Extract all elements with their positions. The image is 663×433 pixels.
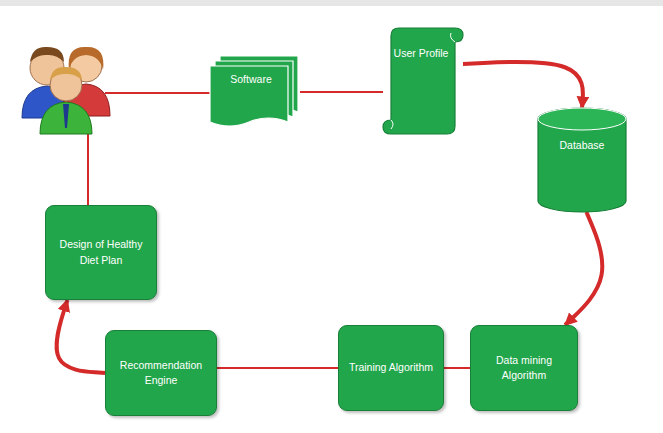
node-label: Database xyxy=(560,138,605,153)
node-label: Design of Healthy Diet Plan xyxy=(54,237,148,267)
profile-scroll: User Profile xyxy=(383,24,463,138)
top-bar xyxy=(0,0,663,6)
flow-connector xyxy=(217,367,338,369)
database-cylinder: Database xyxy=(538,108,626,212)
flow-connector xyxy=(57,300,105,373)
process-box: Design of Healthy Diet Plan xyxy=(45,205,157,300)
node-label: Recommendation Engine xyxy=(114,358,208,388)
software-document: Software xyxy=(210,56,300,128)
process-box: Training Algorithm xyxy=(338,325,444,411)
flow-connector xyxy=(463,62,583,108)
flow-connector xyxy=(444,367,470,369)
node-label: Data mining Algorithm xyxy=(479,353,569,383)
node-label: Training Algorithm xyxy=(349,360,433,375)
database-cylinder-outline xyxy=(538,108,626,212)
flow-connector xyxy=(300,91,383,93)
flow-connector xyxy=(565,212,602,325)
software-document-outline xyxy=(210,56,300,128)
process-box: Recommendation Engine xyxy=(105,330,217,416)
person-green xyxy=(40,67,92,134)
profile-scroll-outline xyxy=(383,24,463,138)
process-box: Data mining Algorithm xyxy=(470,325,578,411)
node-label: Software xyxy=(230,72,271,87)
link-line xyxy=(105,92,212,94)
link-line xyxy=(87,134,89,206)
node-label: User Profile xyxy=(394,46,449,61)
